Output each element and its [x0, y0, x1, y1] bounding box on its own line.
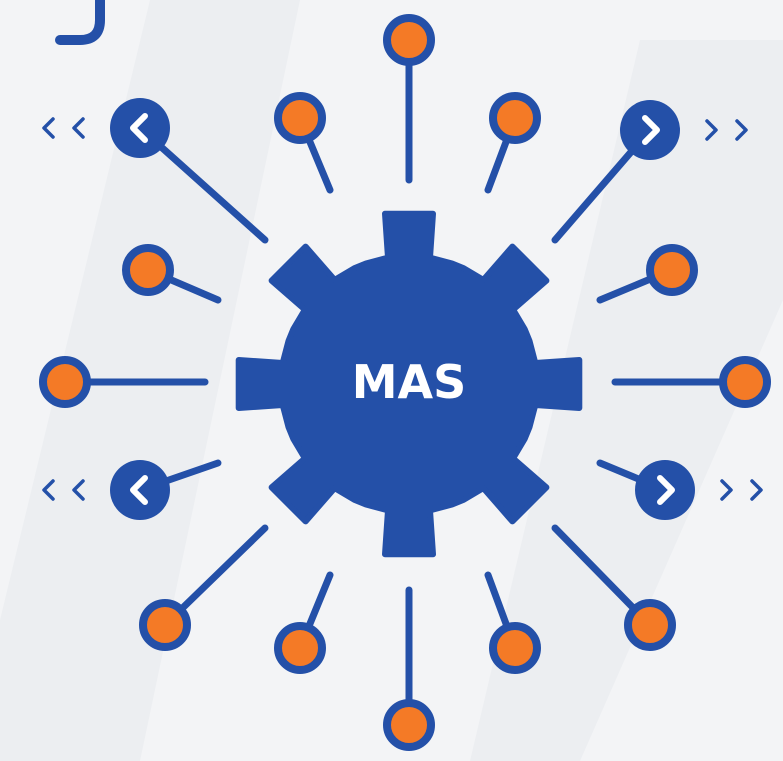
double-chevron-left-icon — [42, 117, 85, 139]
chevron-glyph — [642, 115, 660, 145]
node-left — [39, 356, 91, 408]
node-bottom — [383, 699, 435, 751]
double-chevron-right-icon — [720, 479, 763, 501]
trail-chevron — [735, 119, 748, 141]
double-chevron-left-icon — [42, 479, 85, 501]
chevron-glyph — [130, 113, 148, 143]
node-right-upper — [646, 244, 698, 296]
node-top-left-inner — [274, 92, 326, 144]
trail-chevron — [42, 117, 55, 139]
chevron-glyph — [657, 475, 675, 505]
node-bottom-right-outer — [624, 599, 676, 651]
trail-chevron — [72, 117, 85, 139]
node-bottom-left-outer — [139, 599, 191, 651]
chevron-left-icon — [110, 98, 170, 158]
arrow-node-right-lower — [635, 460, 695, 520]
arrow-node-left-lower — [110, 460, 170, 520]
gear-icon — [235, 210, 583, 558]
connector-nodes — [39, 14, 771, 751]
node-bottom-left-inner — [274, 622, 326, 674]
chevron-right-icon — [620, 100, 680, 160]
trail-chevron — [705, 119, 718, 141]
chevron-left-icon — [110, 460, 170, 520]
gear-shape — [235, 210, 583, 558]
cropped-glyph — [55, 0, 105, 45]
trail-chevron — [72, 479, 85, 501]
arrow-node-top-right-outer — [620, 100, 680, 160]
node-right — [719, 356, 771, 408]
node-top-right-inner — [489, 92, 541, 144]
chevron-glyph — [130, 475, 148, 505]
hub-label: MAS — [352, 355, 467, 409]
arrow-node-top-left-outer — [110, 98, 170, 158]
double-chevron-right-icon — [705, 119, 748, 141]
direction-chevrons — [42, 117, 763, 501]
trail-chevron — [720, 479, 733, 501]
background-stripe — [470, 40, 783, 761]
chevron-right-icon — [635, 460, 695, 520]
node-top — [383, 14, 435, 66]
trail-chevron — [750, 479, 763, 501]
trail-chevron — [42, 479, 55, 501]
node-left-upper — [122, 244, 174, 296]
node-bottom-right-inner — [489, 622, 541, 674]
